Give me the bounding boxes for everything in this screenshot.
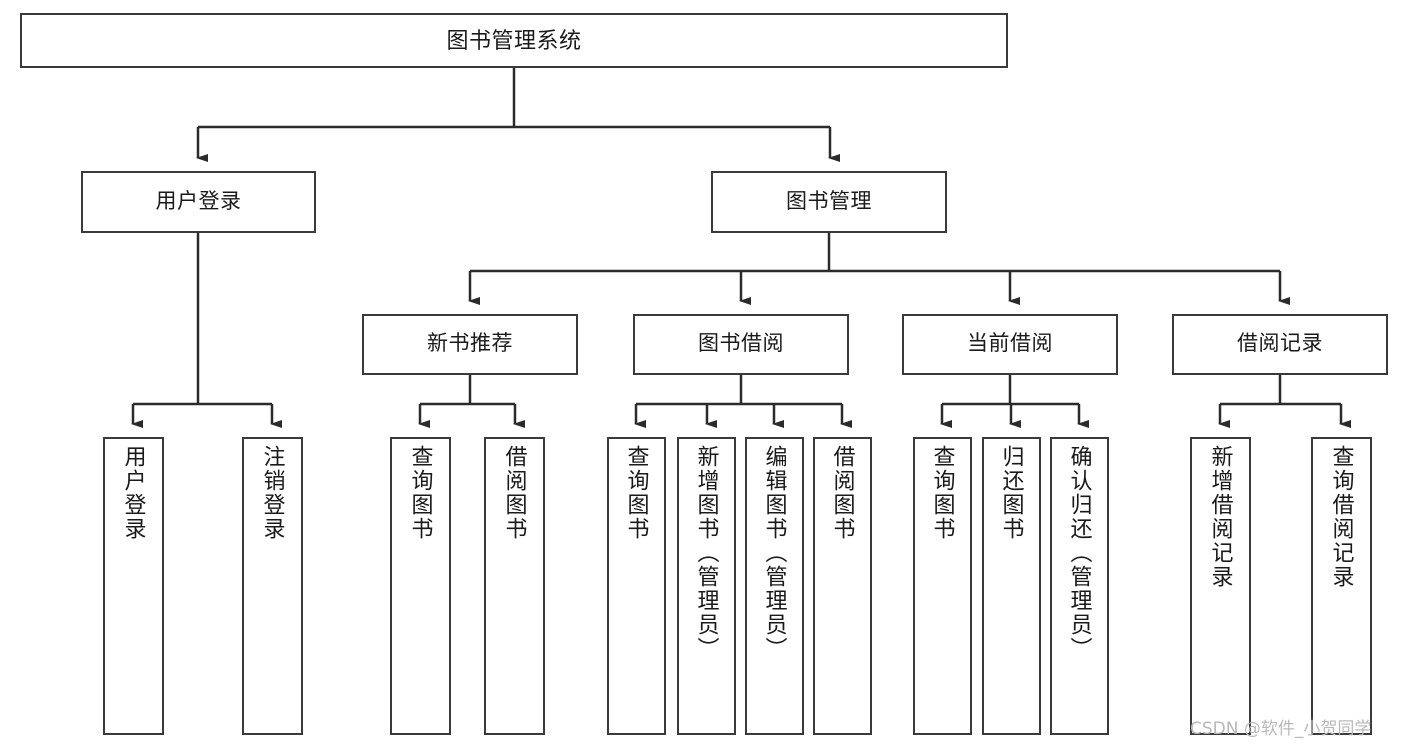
node-book-borrow[interactable]: 图书借阅 bbox=[633, 314, 849, 375]
leaf-add-book-admin[interactable]: 新增图书（管理员） bbox=[677, 437, 736, 735]
leaf-return-book[interactable]: 归还图书 bbox=[982, 437, 1041, 735]
leaf-confirm-return-admin[interactable]: 确认归还（管理员） bbox=[1050, 437, 1109, 735]
leaf-user-login[interactable]: 用户登录 bbox=[103, 437, 164, 735]
leaf-add-borrow-record[interactable]: 新增借阅记录 bbox=[1190, 437, 1251, 735]
leaf-query-book-recommend[interactable]: 查询图书 bbox=[390, 437, 451, 735]
leaf-edit-book-admin[interactable]: 编辑图书（管理员） bbox=[745, 437, 804, 735]
node-label: 确认归还（管理员） bbox=[1067, 445, 1093, 661]
node-label: 图书管理系统 bbox=[446, 27, 582, 53]
node-label: 查询图书 bbox=[624, 445, 650, 541]
node-user-login[interactable]: 用户登录 bbox=[81, 171, 316, 233]
node-label: 新增借阅记录 bbox=[1208, 445, 1234, 589]
node-label: 编辑图书（管理员） bbox=[762, 445, 788, 661]
node-label: 新增图书（管理员） bbox=[694, 445, 720, 661]
node-label: 当前借阅 bbox=[967, 332, 1053, 356]
node-label: 注销登录 bbox=[260, 445, 286, 541]
node-label: 借阅图书 bbox=[502, 445, 528, 541]
leaf-borrow-book[interactable]: 借阅图书 bbox=[813, 437, 872, 735]
node-label: 图书借阅 bbox=[698, 332, 784, 356]
leaf-query-borrow-record[interactable]: 查询借阅记录 bbox=[1311, 437, 1372, 735]
node-label: 查询图书 bbox=[408, 445, 434, 541]
node-borrow-record[interactable]: 借阅记录 bbox=[1172, 314, 1388, 375]
leaf-query-book-current[interactable]: 查询图书 bbox=[913, 437, 972, 735]
leaf-logout[interactable]: 注销登录 bbox=[242, 437, 303, 735]
node-label: 归还图书 bbox=[999, 445, 1025, 541]
node-label: 新书推荐 bbox=[427, 332, 513, 356]
node-label: 借阅图书 bbox=[830, 445, 856, 541]
node-label: 借阅记录 bbox=[1237, 332, 1323, 356]
node-label: 图书管理 bbox=[786, 189, 872, 213]
node-label: 查询图书 bbox=[930, 445, 956, 541]
leaf-borrow-book-recommend[interactable]: 借阅图书 bbox=[484, 437, 545, 735]
node-book-management[interactable]: 图书管理 bbox=[711, 171, 947, 233]
node-new-book-recommend[interactable]: 新书推荐 bbox=[362, 314, 578, 375]
node-label: 查询借阅记录 bbox=[1329, 445, 1355, 589]
node-current-borrow[interactable]: 当前借阅 bbox=[902, 314, 1118, 375]
node-label: 用户登录 bbox=[155, 189, 242, 213]
csdn-watermark: CSDN @软件_小贺同学 bbox=[1190, 719, 1372, 739]
leaf-query-book-borrow[interactable]: 查询图书 bbox=[607, 437, 666, 735]
node-label: 用户登录 bbox=[121, 445, 147, 541]
node-root-system[interactable]: 图书管理系统 bbox=[20, 13, 1008, 68]
